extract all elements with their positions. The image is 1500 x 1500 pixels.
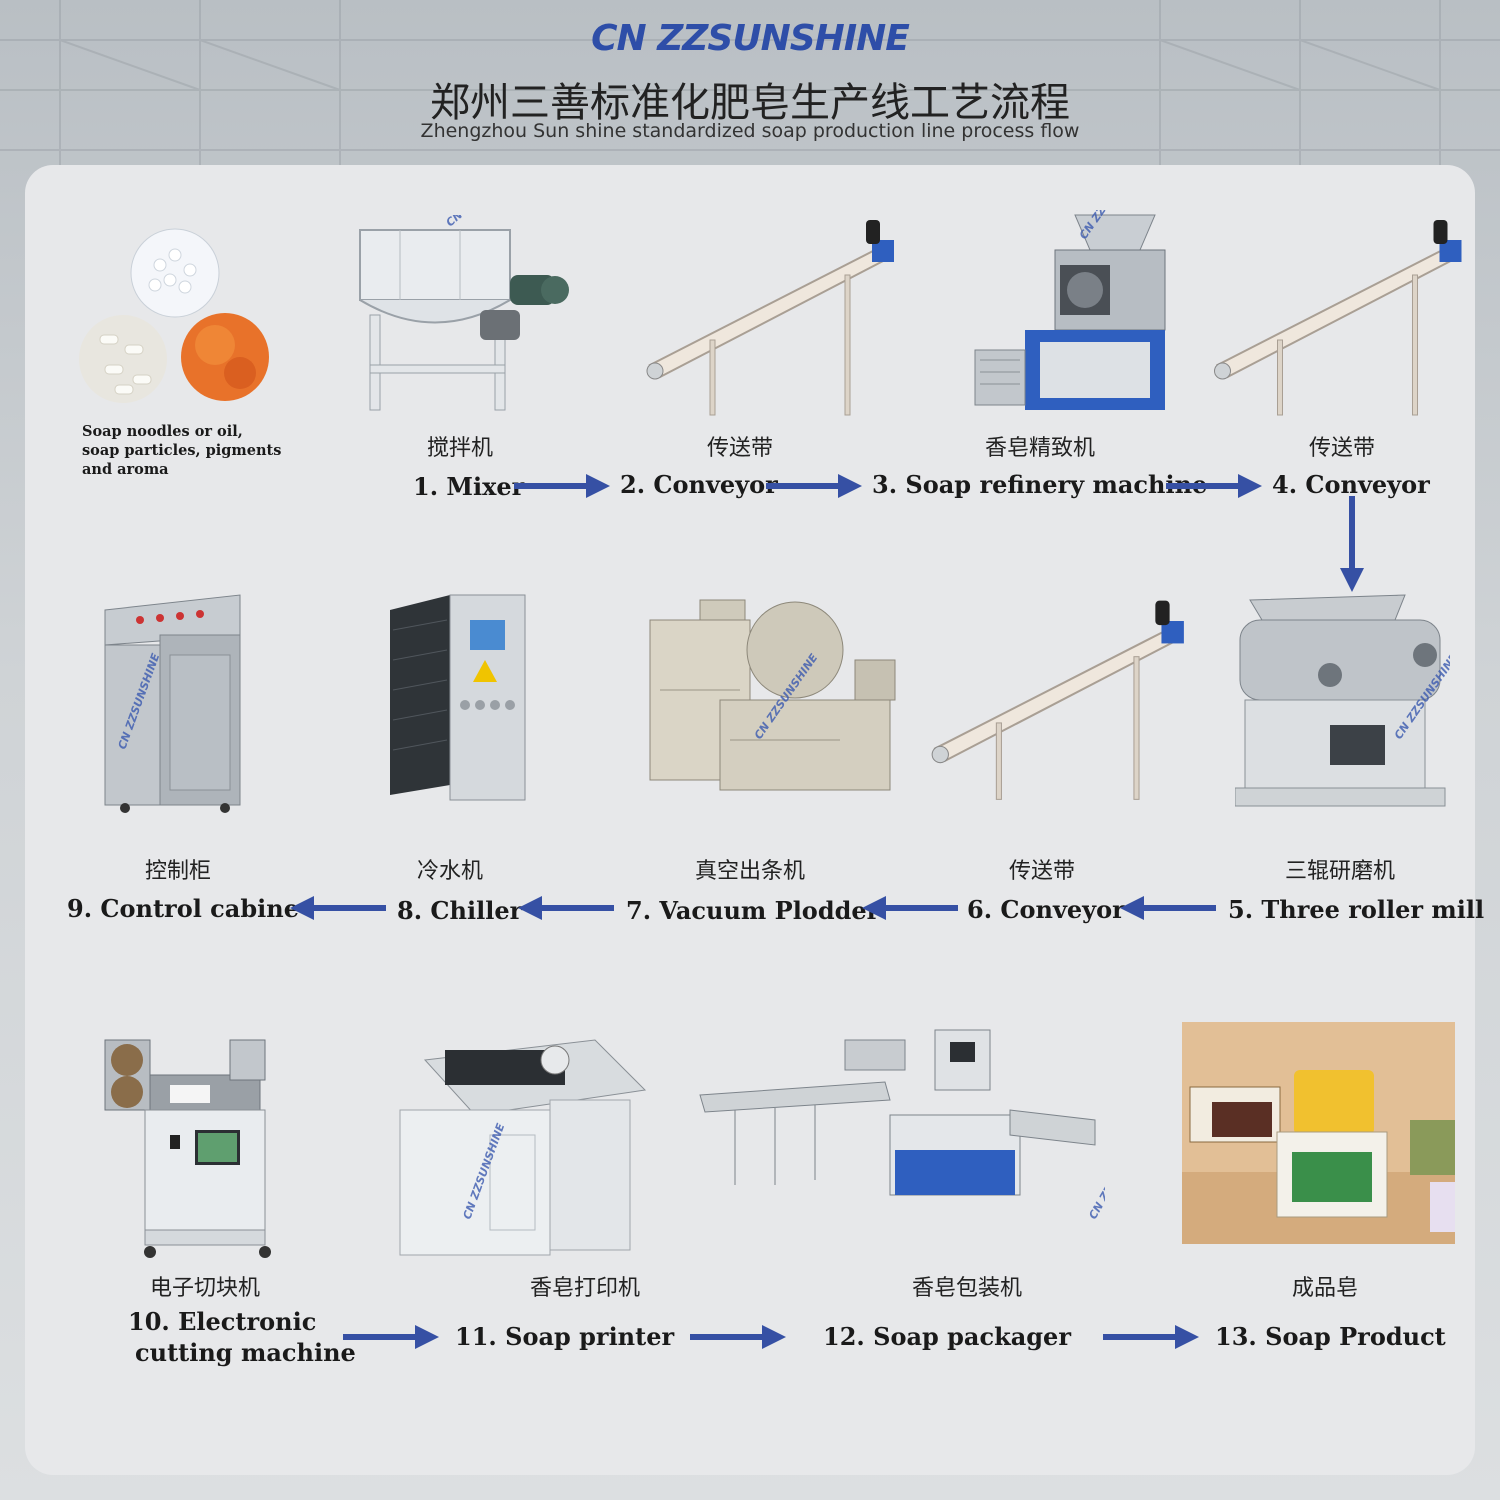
refinery-machine-icon: CN ZZSUNSHINE	[974, 210, 1166, 410]
page-title-cn: 郑州三善标准化肥皂生产线工艺流程	[430, 80, 1070, 126]
arrow-right-icon	[1166, 474, 1262, 498]
step-7-cn: 真空出条机	[694, 859, 805, 884]
step-10-en-line1: 10. Electronic	[128, 1307, 317, 1336]
step-3-en: 3. Soap refinery machine	[872, 470, 1208, 499]
arrow-right-icon	[514, 474, 610, 498]
raw-materials-label: Soap noodles or oil, soap particles, pig…	[82, 423, 282, 478]
step-10-cn: 电子切块机	[149, 1276, 260, 1301]
roller-mill-icon: CN ZZSUNSHINE	[1235, 594, 1450, 807]
step-8-en: 8. Chiller	[397, 896, 523, 925]
arrow-right-icon	[1103, 1325, 1199, 1349]
raw-materials-photo	[79, 228, 269, 403]
arrow-left-icon	[862, 896, 958, 920]
soap-printer-icon: CN ZZSUNSHINE	[399, 1039, 647, 1256]
arrow-right-icon	[690, 1325, 786, 1349]
control-cabinet-icon: CN ZZSUNSHINE	[104, 594, 241, 813]
mixer-machine-icon: CN ZZSUNSHINE	[359, 215, 569, 411]
step-9-cn: 控制柜	[144, 859, 211, 884]
plodder-machine-icon: CN ZZSUNSHINE	[649, 599, 896, 791]
soap-product-photo	[1182, 1022, 1455, 1244]
conveyor-icon	[1214, 220, 1462, 416]
step-4-cn: 传送带	[1308, 436, 1375, 461]
step-2-cn: 传送带	[706, 436, 773, 461]
arrow-down-icon	[1340, 496, 1364, 592]
page-title-en: Zhengzhou Sun shine standardized soap pr…	[420, 120, 1080, 142]
conveyor-icon	[646, 220, 894, 416]
chiller-icon	[390, 594, 526, 801]
step-3-cn: 香皂精致机	[984, 436, 1095, 461]
step-8-cn: 冷水机	[416, 859, 483, 884]
step-4-en: 4. Conveyor	[1272, 470, 1430, 499]
arrow-right-icon	[766, 474, 862, 498]
step-12-en: 12. Soap packager	[823, 1322, 1071, 1351]
company-logo: CN ZZSUNSHINE	[591, 18, 910, 59]
watermark: CN ZZSUNSHINE	[444, 215, 530, 229]
step-5-cn: 三辊研磨机	[1284, 859, 1395, 884]
soap-packager-icon: CN ZZSUNSHINE	[699, 1029, 1105, 1222]
arrow-left-icon	[290, 896, 386, 920]
step-13-cn: 成品皂	[1291, 1276, 1358, 1301]
step-13-en: 13. Soap Product	[1215, 1322, 1446, 1351]
step-11-cn: 香皂打印机	[529, 1276, 640, 1301]
conveyor-icon	[931, 600, 1184, 800]
step-7-en: 7. Vacuum Plodder	[626, 896, 880, 925]
factory-background	[0, 0, 1500, 200]
cutting-machine-icon	[104, 1039, 271, 1258]
arrow-left-icon	[1120, 896, 1216, 920]
arrow-right-icon	[343, 1325, 439, 1349]
step-12-cn: 香皂包装机	[911, 1276, 1022, 1301]
step-1-cn: 搅拌机	[426, 436, 493, 461]
arrow-left-icon	[518, 896, 614, 920]
step-6-en: 6. Conveyor	[967, 895, 1125, 924]
step-10-en-line2: cutting machine	[135, 1338, 356, 1367]
step-1-en: 1. Mixer	[413, 472, 525, 501]
step-6-cn: 传送带	[1008, 859, 1075, 884]
step-5-en: 5. Three roller mill	[1228, 895, 1485, 924]
step-11-en: 11. Soap printer	[455, 1322, 675, 1351]
step-9-en: 9. Control cabine	[67, 894, 299, 923]
step-2-en: 2. Conveyor	[620, 470, 778, 499]
